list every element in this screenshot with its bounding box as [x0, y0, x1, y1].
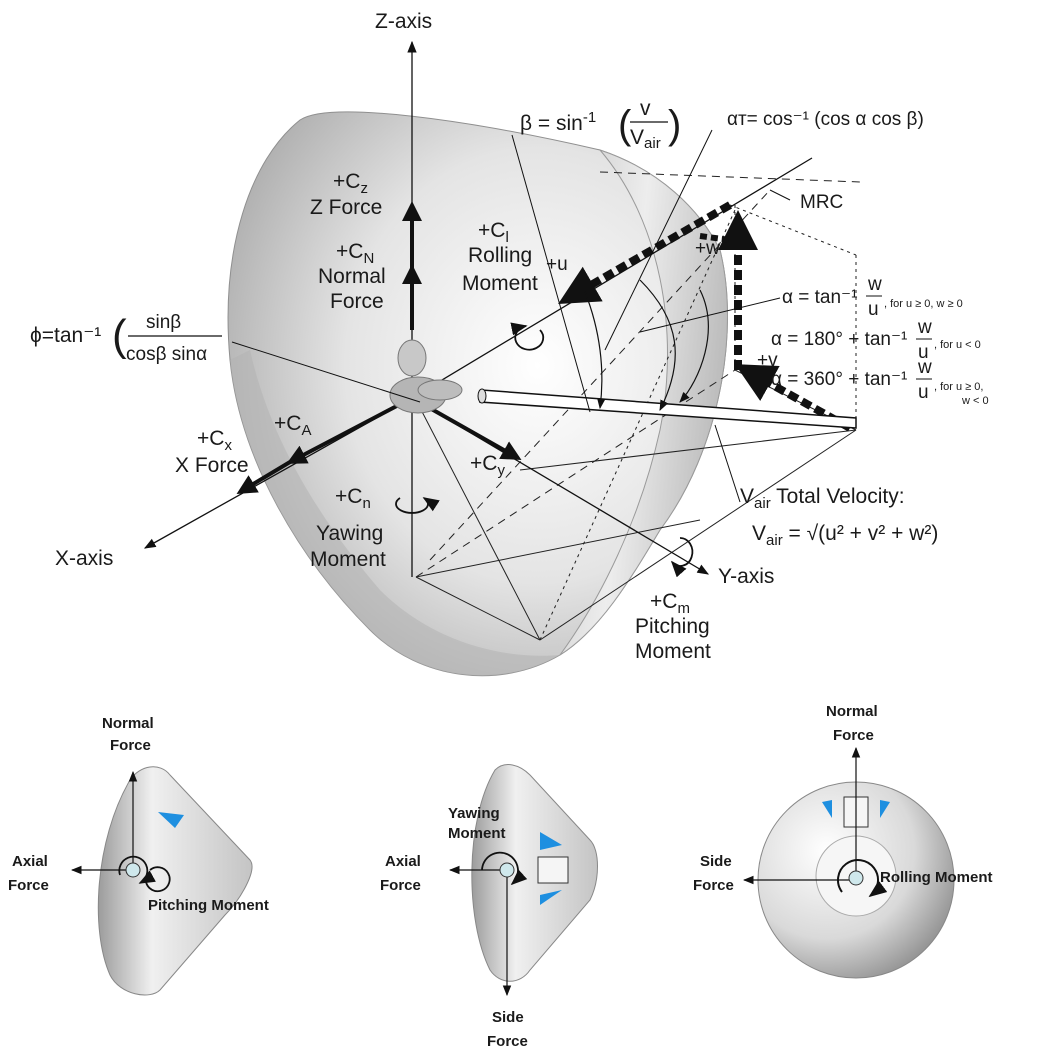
- cm-label: +Cm: [650, 590, 690, 617]
- yawing-moment-line1: Yawing: [316, 522, 383, 545]
- moment-arrows: [395, 322, 694, 578]
- svg-text:, for u ≥ 0, w ≥ 0: , for u ≥ 0, w ≥ 0: [884, 298, 963, 310]
- svg-text:β = sin-1: β = sin-1: [520, 109, 596, 135]
- cz-label: +Cz: [333, 170, 368, 197]
- pitching-moment-line1: Pitching: [635, 615, 710, 638]
- svg-text:Vair Total Velocity:: Vair Total Velocity:: [740, 485, 905, 512]
- cl-label: +Cl: [478, 219, 509, 246]
- rolling-moment-line2: Moment: [462, 272, 538, 295]
- angle-arcs: [584, 279, 709, 411]
- cy-label: +Cy: [470, 452, 505, 479]
- side-axial-l1: Axial: [12, 853, 48, 870]
- svg-text:ϕ=tan⁻¹: ϕ=tan⁻¹: [30, 324, 101, 347]
- front-rolling: Rolling Moment: [880, 869, 993, 886]
- side-view: Normal Force Axial Force Pitching Moment: [8, 715, 269, 996]
- svg-text:, for u < 0: , for u < 0: [934, 339, 981, 351]
- front-side-l2: Force: [693, 877, 734, 894]
- svg-text:u: u: [918, 382, 929, 403]
- w-label: +w: [695, 238, 720, 259]
- top-view-body: [471, 764, 598, 982]
- top-yawing-l1: Yawing: [448, 805, 500, 822]
- ca-arrow: [286, 396, 413, 464]
- svg-text:w: w: [917, 317, 932, 338]
- astronaut-figure: [389, 339, 463, 414]
- yawing-moment-arrow: [395, 497, 440, 514]
- u-axis-line: [411, 157, 813, 399]
- side-view-cg-marker: [125, 862, 141, 878]
- pitching-moment-arrow: [670, 537, 694, 578]
- front-normal-l1: Normal: [826, 703, 878, 720]
- side-view-body: [97, 766, 253, 996]
- cx-arrow: [236, 460, 292, 495]
- x-force-label: X Force: [175, 454, 249, 477]
- construction-lines: [415, 171, 861, 641]
- front-normal-l2: Force: [833, 727, 874, 744]
- top-side-l1: Side: [492, 1009, 524, 1026]
- vair-equation: Vair Total Velocity: Vair = √(u² + v² + …: [740, 485, 938, 549]
- front-view: Normal Force Side Force Rolling Moment: [693, 703, 993, 979]
- normal-force-line2: Force: [330, 290, 384, 313]
- pitching-moment-line2: Moment: [635, 640, 711, 663]
- normal-force-line1: Normal: [318, 265, 386, 288]
- v-label: +v: [757, 350, 778, 371]
- side-view-thruster: [158, 812, 184, 828]
- top-axial-l1: Axial: [385, 853, 421, 870]
- w-small-arrow: [699, 233, 731, 243]
- side-axial-l2: Force: [8, 877, 49, 894]
- svg-text:cosβ sinα: cosβ sinα: [126, 344, 207, 365]
- svg-text:sinβ: sinβ: [146, 312, 181, 333]
- top-yawing-l2: Moment: [448, 825, 506, 842]
- svg-text:Vair = √(u² + v² + w²): Vair = √(u² + v² + w²): [752, 522, 938, 549]
- svg-text:w: w: [917, 357, 932, 378]
- front-view-cg-marker: [848, 870, 864, 886]
- yawing-moment-line2: Moment: [310, 548, 386, 571]
- x-axis-label: X-axis: [55, 547, 113, 570]
- ca-label: +CA: [274, 412, 311, 439]
- cn-label: +CN: [336, 240, 374, 267]
- svg-text:α = tan⁻¹: α = tan⁻¹: [782, 287, 857, 308]
- svg-text:α = 180° + tan⁻¹: α = 180° + tan⁻¹: [771, 329, 907, 350]
- top-side-l2: Force: [487, 1033, 528, 1050]
- svg-text:(: (: [618, 103, 632, 147]
- y-axis-label: Y-axis: [718, 565, 774, 588]
- leader-lines: [231, 129, 791, 503]
- side-normal-l2: Force: [110, 737, 151, 754]
- capsule-shadow: [230, 350, 560, 676]
- svg-text:, for u ≥ 0,: , for u ≥ 0,: [934, 381, 983, 393]
- u-label: +u: [546, 254, 568, 275]
- rolling-moment-line1: Rolling: [468, 244, 532, 267]
- svg-text:(: (: [112, 311, 127, 360]
- phi-equation: ϕ=tan⁻¹ ( sinβ cosβ sinα: [30, 311, 222, 365]
- svg-text:Vair: Vair: [630, 126, 661, 152]
- top-axial-l2: Force: [380, 877, 421, 894]
- side-pitching: Pitching Moment: [148, 897, 269, 914]
- top-view-cg-marker: [499, 862, 515, 878]
- beta-equation: β = sin-1 ( v Vair ): [520, 97, 681, 152]
- svg-text:α = 360° + tan⁻¹: α = 360° + tan⁻¹: [771, 369, 907, 390]
- z-axis-label: Z-axis: [375, 10, 432, 33]
- svg-text:u: u: [868, 299, 879, 320]
- svg-text:): ): [668, 103, 681, 147]
- mrc-label: MRC: [800, 192, 843, 213]
- svg-text:v: v: [640, 97, 651, 120]
- u-vector: [558, 201, 732, 304]
- svg-text:w < 0: w < 0: [961, 395, 989, 407]
- svg-text:w: w: [867, 274, 882, 295]
- cn-yaw-label: +Cn: [335, 485, 371, 512]
- cx-label: +Cx: [197, 427, 232, 454]
- top-view: Yawing Moment Axial Force Side Force: [380, 764, 598, 1050]
- side-normal-l1: Normal: [102, 715, 154, 732]
- svg-text:u: u: [918, 342, 929, 363]
- rolling-moment-arrow: [510, 322, 545, 351]
- alpha-t-equation: αᴛ= cos⁻¹ (cos α cos β): [727, 109, 924, 130]
- alpha-equations: α = tan⁻¹ w u , for u ≥ 0, w ≥ 0 α = 180…: [771, 274, 989, 407]
- front-side-l1: Side: [700, 853, 732, 870]
- z-force-label: Z Force: [310, 196, 382, 219]
